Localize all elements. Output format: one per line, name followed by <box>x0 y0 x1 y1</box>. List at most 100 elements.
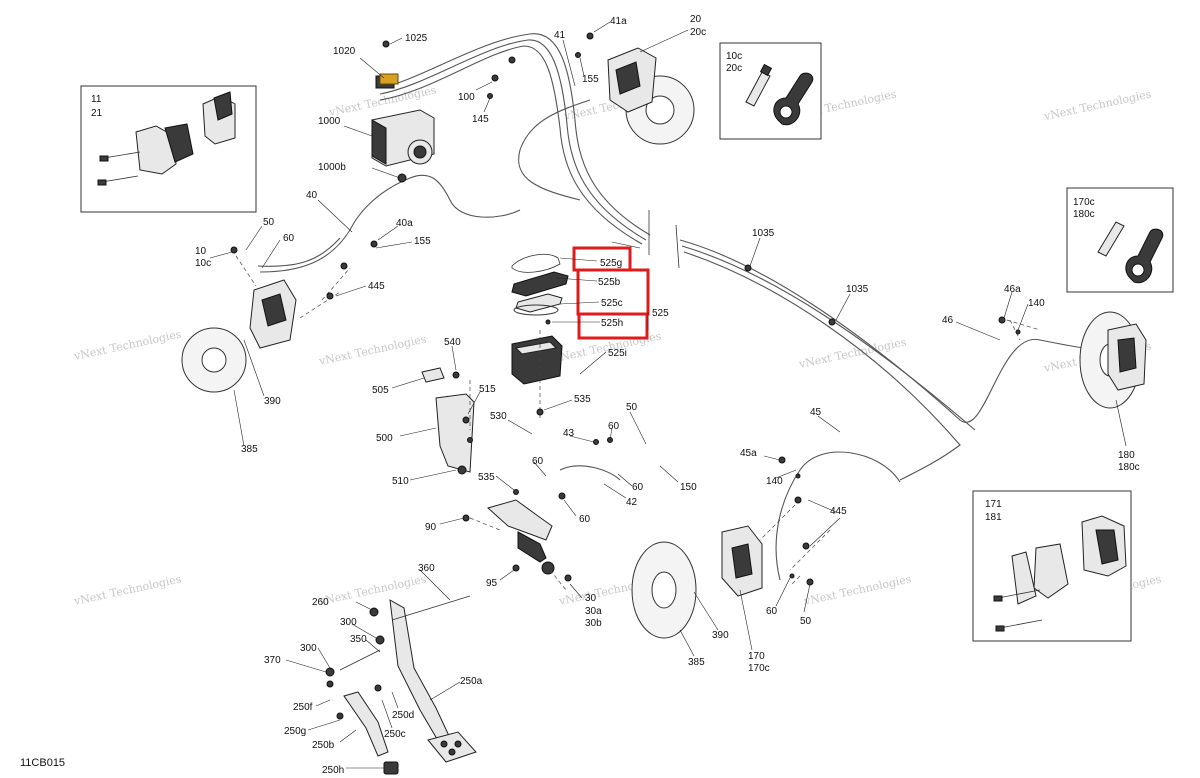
callout-250c: 250c <box>384 729 406 740</box>
callout-370: 370 <box>264 655 281 666</box>
abs-module <box>371 73 435 183</box>
callout-30: 30 <box>585 593 597 604</box>
callout-300: 300 <box>300 643 317 654</box>
callout-250d: 250d <box>392 710 414 721</box>
callout-525: 525 <box>652 308 669 319</box>
callout-46a: 46a <box>1004 284 1021 295</box>
callout-525i: 525i <box>608 348 627 359</box>
callout-525b: 525b <box>598 277 621 288</box>
callout-155: 155 <box>582 74 599 85</box>
callout-525g: 525g <box>600 258 622 269</box>
hardware-fasteners <box>230 32 1021 720</box>
inset-front-bleeder: 10c 20c <box>719 42 822 140</box>
callout-40: 40 <box>306 190 318 201</box>
callout-140: 140 <box>766 476 783 487</box>
callout-40a: 40a <box>396 218 413 229</box>
rear-left-brake <box>631 525 763 639</box>
callout-60: 60 <box>632 482 644 493</box>
callout-1000: 1000 <box>318 116 341 127</box>
callout-41a: 41a <box>610 16 627 27</box>
inset-label: 21 <box>91 108 103 119</box>
callout-385: 385 <box>688 657 705 668</box>
callout-505: 505 <box>372 385 389 396</box>
callout-250f: 250f <box>293 702 313 713</box>
callout-385: 385 <box>241 444 258 455</box>
callout-250h: 250h <box>322 765 344 776</box>
callout-50: 50 <box>626 402 638 413</box>
inset-rear-brake-pads: 171 181 <box>972 490 1132 642</box>
callout-43: 43 <box>563 428 575 439</box>
callout-390: 390 <box>712 630 729 641</box>
callout-60: 60 <box>579 514 591 525</box>
callout-180c: 180c <box>1118 462 1140 473</box>
inset-label: 11 <box>91 94 102 105</box>
callout-145: 145 <box>472 114 489 125</box>
diagram-code: 11CB015 <box>20 757 65 769</box>
callout-1000b: 1000b <box>318 162 346 173</box>
watermark: vNext Technologies <box>317 332 428 368</box>
callout-525h: 525h <box>601 318 623 329</box>
inset-label: 20c <box>726 63 742 74</box>
inset-label: 10c <box>726 51 742 62</box>
watermark: vNext Technologies <box>72 572 183 608</box>
inset-front-brake-pads: 11 21 <box>80 85 257 213</box>
callout-515: 515 <box>479 384 496 395</box>
inset-label: 180c <box>1073 209 1095 220</box>
watermark: vNext Technologies <box>797 335 908 371</box>
master-cylinder <box>486 499 555 575</box>
callout-250g: 250g <box>284 726 306 737</box>
inset-rear-bleeder: 170c 180c <box>1066 187 1174 293</box>
callout-45a: 45a <box>740 448 757 459</box>
callout-140: 140 <box>1028 298 1045 309</box>
callout-50: 50 <box>800 616 812 627</box>
rear-right-brake <box>1079 311 1147 409</box>
callout-50: 50 <box>263 217 275 228</box>
callout-540: 540 <box>444 337 461 348</box>
callout-30a: 30a <box>585 606 602 617</box>
callout-300: 300 <box>340 617 357 628</box>
watermark: vNext Technologies <box>1042 87 1153 123</box>
callout-1035: 1035 <box>846 284 869 295</box>
callout-labels: 1025 1020 1000 1000b 41 41a 20 20c 155 1… <box>20 14 1140 776</box>
callout-500: 500 <box>376 433 393 444</box>
callout-155: 155 <box>414 236 431 247</box>
callout-95: 95 <box>486 578 498 589</box>
callout-350: 350 <box>350 634 367 645</box>
callout-20: 20 <box>690 14 702 25</box>
callout-525c: 525c <box>601 298 623 309</box>
watermark: vNext Technologies <box>72 327 183 363</box>
callout-1025: 1025 <box>405 33 428 44</box>
callout-90: 90 <box>425 522 437 533</box>
callout-41: 41 <box>554 30 566 41</box>
callout-30b: 30b <box>585 618 602 629</box>
brake-lines <box>257 33 1111 581</box>
callout-445: 445 <box>368 281 385 292</box>
callout-1035: 1035 <box>752 228 775 239</box>
callout-510: 510 <box>392 476 409 487</box>
highlight-boxes <box>572 246 650 340</box>
callout-170c: 170c <box>748 663 770 674</box>
watermark: vNext Technologies <box>317 572 428 608</box>
callout-360: 360 <box>418 563 435 574</box>
callout-10c: 10c <box>195 258 211 269</box>
callout-20c: 20c <box>690 27 706 38</box>
callout-60: 60 <box>766 606 778 617</box>
callout-150: 150 <box>680 482 697 493</box>
inset-label: 171 <box>985 499 1002 510</box>
callout-390: 390 <box>264 396 281 407</box>
callout-250b: 250b <box>312 740 335 751</box>
callout-60: 60 <box>532 456 544 467</box>
callout-45: 45 <box>810 407 822 418</box>
front-left-brake <box>181 279 297 393</box>
watermark: vNext Technologies <box>802 572 913 608</box>
leader-lines <box>209 21 1127 769</box>
inset-label: 170c <box>1073 197 1095 208</box>
callout-42: 42 <box>626 497 638 508</box>
callout-46: 46 <box>942 315 954 326</box>
callout-100: 100 <box>458 92 475 103</box>
highlight-box-525h <box>577 312 649 340</box>
callout-250a: 250a <box>460 676 483 687</box>
callout-535: 535 <box>478 472 495 483</box>
reservoir-assembly <box>511 253 569 385</box>
